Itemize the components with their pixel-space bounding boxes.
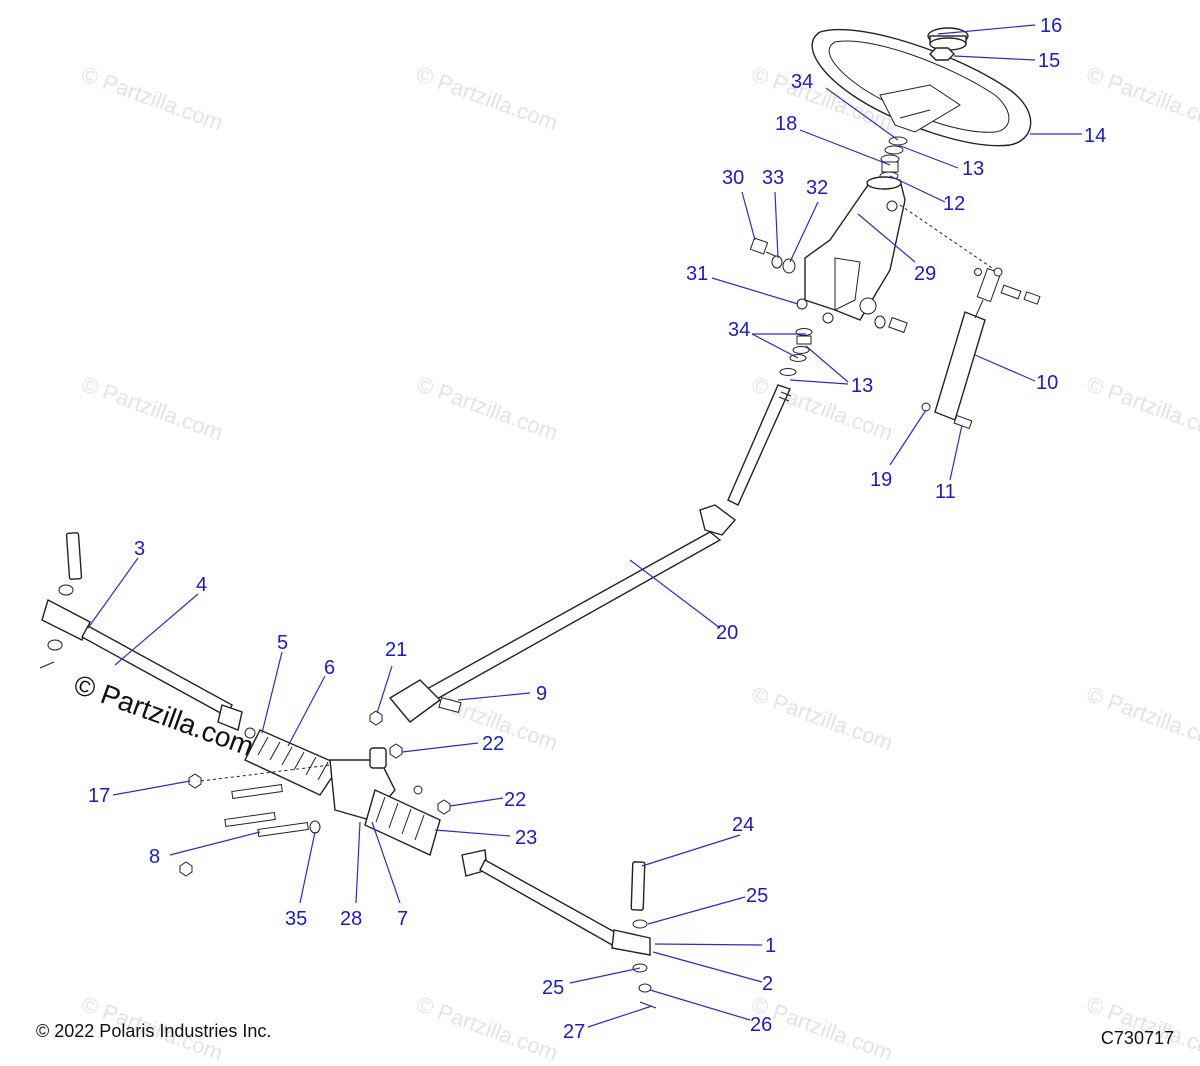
nut: [796, 298, 808, 310]
watermark: © Partzilla.com: [78, 371, 226, 445]
callout-26: 26: [750, 1014, 772, 1036]
callout-25a: 25: [746, 885, 768, 907]
callout-34a: 34: [791, 71, 813, 93]
watermark: © Partzilla.com: [413, 61, 561, 135]
callout-labels: 1 2 3 4 5 6 7 8 9 10 11 12 13 13 14 15 1…: [88, 15, 1106, 1043]
leader-lines: [87, 24, 1082, 1028]
steering-wheel-nut: [929, 47, 955, 61]
ring: [884, 145, 904, 155]
callout-19: 19: [870, 469, 892, 491]
tilt-gas-strut: [934, 267, 1041, 421]
callout-31: 31: [686, 263, 708, 285]
callout-27: 27: [563, 1021, 585, 1043]
ring: [888, 136, 908, 146]
callout-11: 11: [935, 481, 956, 503]
right-tie-rod: [461, 849, 657, 1009]
callout-20: 20: [716, 622, 738, 644]
bolt: [953, 414, 973, 430]
bolt: [438, 696, 462, 714]
nut: [437, 799, 451, 815]
callout-9: 9: [536, 683, 547, 705]
copyright-text: © 2022 Polaris Industries Inc.: [36, 1021, 272, 1041]
watermark: © Partzilla.com: [748, 681, 896, 755]
diagram-code: C730717: [1100, 1028, 1174, 1048]
callout-10: 10: [1036, 372, 1058, 394]
callout-2: 2: [762, 973, 773, 995]
callout-16: 16: [1040, 15, 1062, 37]
callout-28: 28: [340, 908, 362, 930]
watermark: © Partzilla.com: [78, 61, 226, 135]
callout-4: 4: [196, 574, 207, 596]
watermark: © Partzilla.com: [1083, 681, 1200, 755]
callout-29: 29: [914, 263, 936, 285]
left-tie-rod: [39, 532, 243, 731]
callout-15: 15: [1038, 50, 1060, 72]
callout-5: 5: [277, 632, 288, 654]
callout-22b: 22: [504, 789, 526, 811]
callout-6: 6: [324, 657, 335, 679]
callout-22a: 22: [482, 733, 504, 755]
watermark: © Partzilla.com: [413, 371, 561, 445]
callout-30: 30: [722, 167, 744, 189]
callout-35: 35: [285, 908, 307, 930]
callout-13a: 13: [962, 158, 984, 180]
nut: [188, 773, 202, 789]
nut: [389, 743, 403, 759]
washer: [782, 258, 796, 274]
callout-24: 24: [732, 814, 754, 836]
nut: [921, 402, 931, 412]
callout-1: 1: [765, 935, 776, 957]
washer: [309, 820, 321, 834]
callout-12: 12: [943, 193, 965, 215]
callout-17: 17: [88, 785, 110, 807]
nut: [179, 861, 193, 877]
watermark-layer: © Partzilla.com © Partzilla.com © Partzi…: [78, 61, 1200, 1065]
intermediate-shaft: [388, 504, 737, 723]
spacer: [881, 161, 899, 173]
parts-drawing: [39, 27, 1041, 1009]
callout-3: 3: [134, 538, 145, 560]
steering-column-housing: [804, 176, 906, 321]
callout-21: 21: [385, 639, 407, 661]
callout-7: 7: [397, 908, 408, 930]
callout-13b: 13: [851, 375, 873, 397]
nut: [369, 710, 383, 726]
callout-14: 14: [1084, 125, 1106, 147]
pivot-bolt: [749, 237, 781, 259]
watermark: © Partzilla.com: [1083, 371, 1200, 445]
callout-18: 18: [775, 113, 797, 135]
callout-32: 32: [806, 177, 828, 199]
callout-33: 33: [762, 167, 784, 189]
upper-steering-shaft: [727, 384, 792, 506]
steering-wheel: [811, 28, 1032, 147]
callout-25b: 25: [542, 977, 564, 999]
steering-rack: [244, 727, 441, 856]
callout-8: 8: [149, 846, 160, 868]
callout-34b: 34: [728, 319, 750, 341]
watermark: © Partzilla.com: [413, 991, 561, 1065]
washer: [771, 255, 783, 269]
callout-23: 23: [515, 827, 537, 849]
